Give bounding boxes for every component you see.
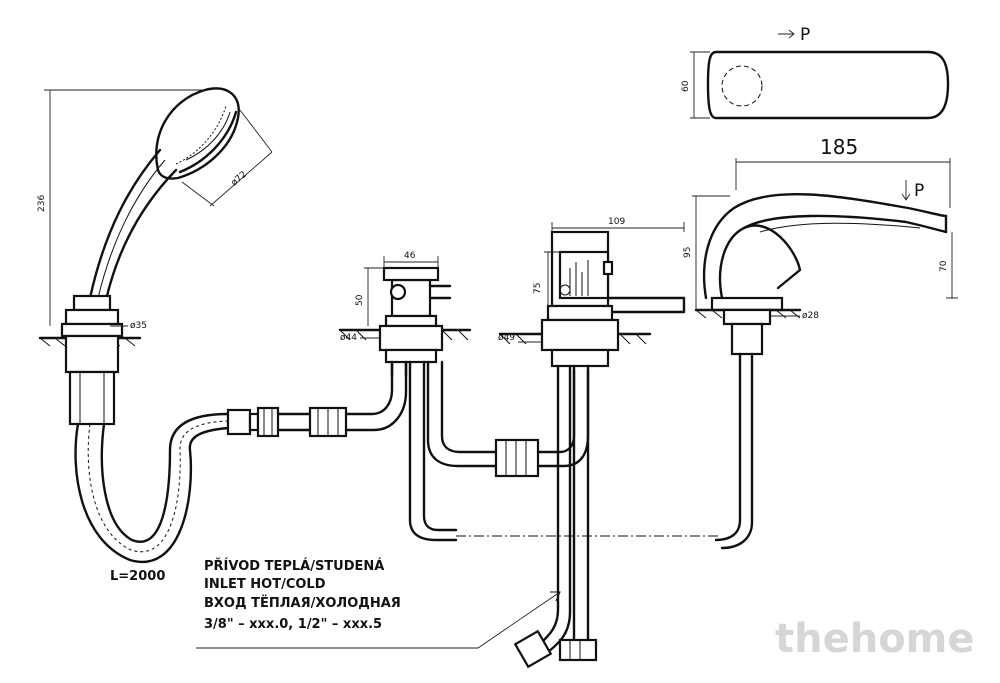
spout-height-label: 95 [683,247,693,258]
hand-shower-head-dia-label: ø72 [230,170,249,189]
spout-top-view: 60 P [681,25,950,120]
view-marker-top: P [800,25,810,45]
mixer-base-dia-label: ø49 [498,333,515,343]
hand-shower-height-label: 236 [37,195,47,212]
spout-base-dia-label: ø28 [802,311,819,321]
valve-height-label: 50 [355,294,365,306]
diverter-valve-dimensions: 46 50 ø44 [340,251,439,343]
inlet-label-en: INLET HOT/COLD [204,577,326,592]
mixer-width-label: 109 [608,217,625,227]
spout-outlet-height-label: 70 [939,260,949,272]
mixer-valve [498,230,686,669]
spout [694,192,948,550]
hand-shower-base-dia-label: ø35 [130,321,147,331]
spout-top-width-label: 60 [681,80,691,92]
watermark: thehome [775,616,975,662]
inlet-leader-line [196,591,561,649]
inlet-label-cz: PŘÍVOD TEPLÁ/STUDENÁ [204,558,384,574]
view-marker-side: P [914,181,924,201]
valve-base-dia-label: ø44 [340,333,357,343]
inlet-label: PŘÍVOD TEPLÁ/STUDENÁ INLET HOT/COLD ВХОД… [196,558,561,649]
inlet-label-sizes: 3/8" – xxx.0, 1/2" – xxx.5 [204,617,382,632]
spout-dimensions: 185 95 70 ø28 P [683,135,958,321]
valve-width-label: 46 [404,251,416,261]
mixer-height-label: 75 [533,283,543,294]
hose-length-label: L=2000 [110,569,165,584]
spout-length-label: 185 [820,135,858,159]
hand-shower-dimensions: 236 ø72 ø35 L=2000 [37,89,273,584]
inlet-label-ru: ВХОД ТЁПЛАЯ/ХОЛОДНАЯ [204,595,401,611]
diverter-valve [338,266,498,542]
mixer-dimensions: 109 75 ø49 [498,217,685,343]
hand-shower [38,87,408,564]
